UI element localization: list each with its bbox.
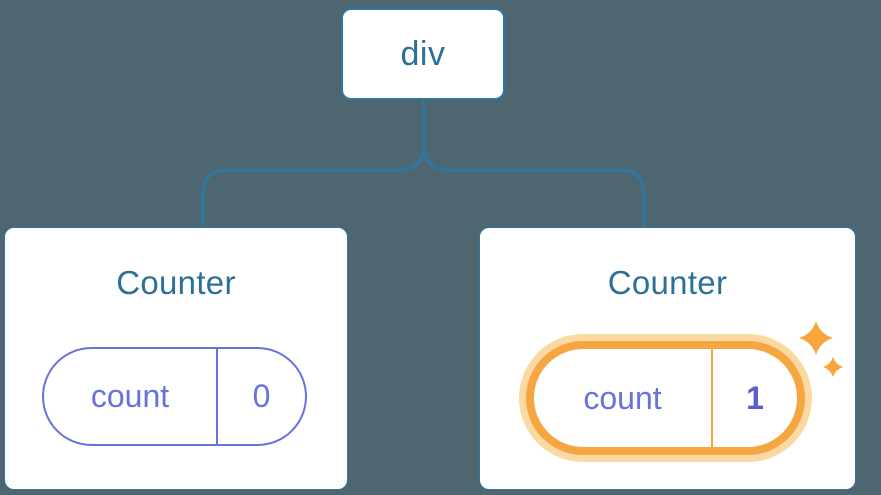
counter-card-right: Counter count 1 <box>479 227 856 490</box>
state-pill-key-section: count <box>534 349 711 447</box>
state-pill-value-section: 1 <box>711 349 797 447</box>
state-pill-highlighted: count 1 <box>526 341 805 455</box>
state-pill: count 0 <box>42 347 307 446</box>
root-node-label: div <box>400 34 446 73</box>
state-pill-key-section: count <box>44 349 216 444</box>
state-value: 0 <box>252 378 271 414</box>
state-key-label: count <box>90 378 170 414</box>
state-key-label: count <box>583 379 662 416</box>
root-node-div: div <box>341 8 505 100</box>
counter-card-left: Counter count 0 <box>4 227 348 490</box>
counter-title: Counter <box>116 264 236 301</box>
counter-title: Counter <box>607 264 728 301</box>
state-pill-value-section: 0 <box>216 349 305 444</box>
state-value: 1 <box>746 379 764 416</box>
sparkles-icon <box>799 321 843 377</box>
